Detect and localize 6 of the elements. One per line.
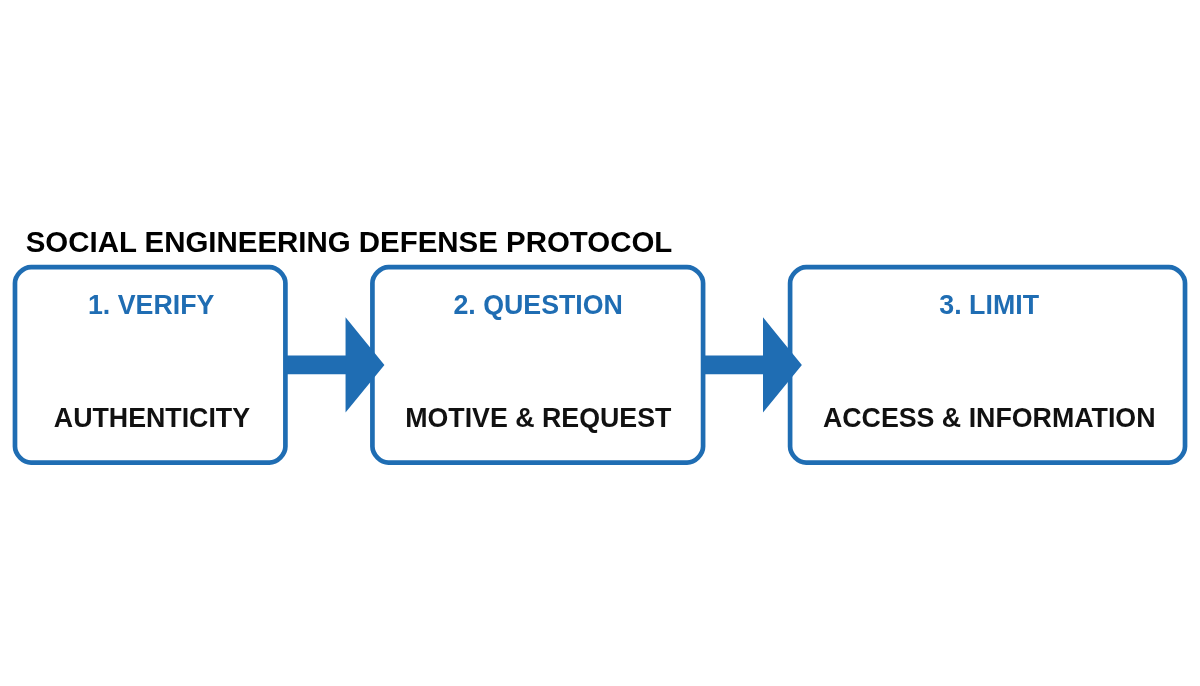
diagram-title: SOCIAL ENGINEERING DEFENSE PROTOCOL <box>25 224 673 258</box>
node-box: 3. LIMIT ACCESS & INFORMATION <box>787 264 1188 465</box>
node-box: 1. VERIFY AUTHENTICITY <box>12 264 288 465</box>
arrow <box>285 316 385 412</box>
arrow <box>703 316 802 412</box>
node-box: 2. QUESTION MOTIVE & REQUEST <box>370 264 706 465</box>
